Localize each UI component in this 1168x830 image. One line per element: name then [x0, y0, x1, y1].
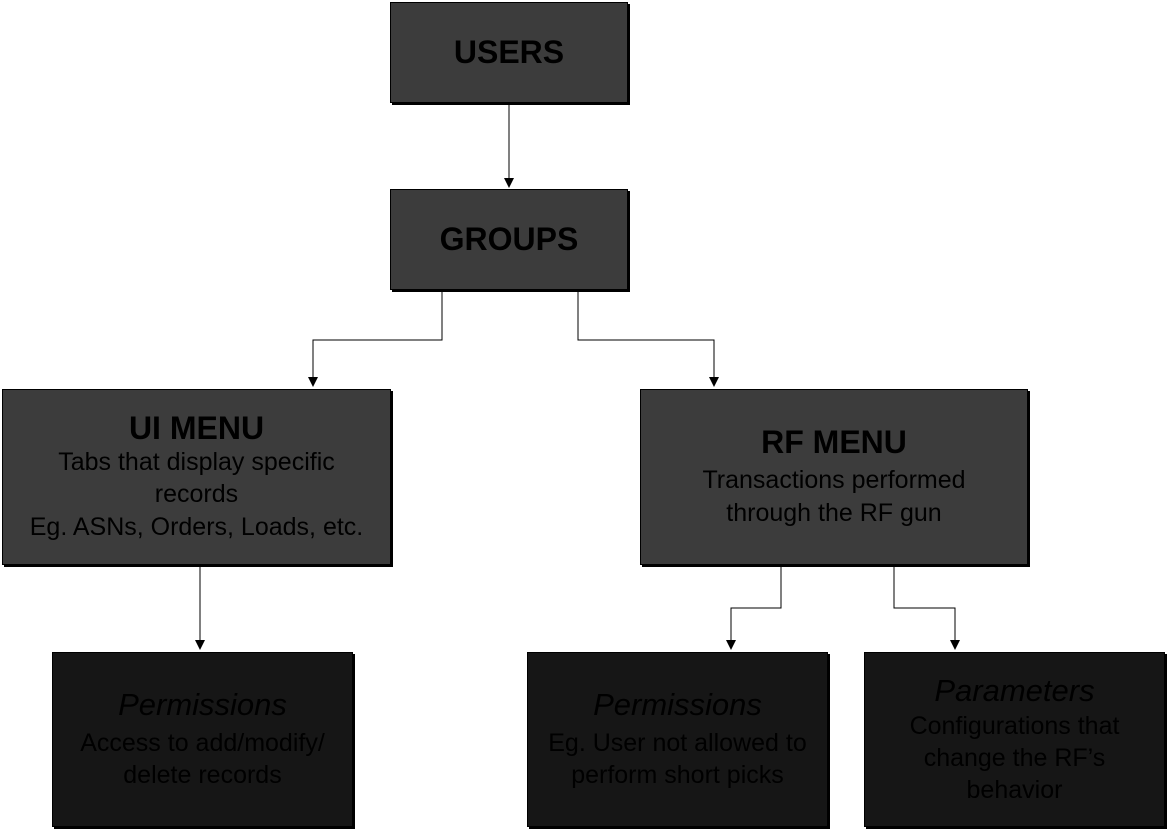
ui-permissions-desc-line: Access to add/modify/: [80, 728, 325, 757]
rf-menu-title: RF MENU: [761, 423, 907, 460]
ui-menu-desc-line: Tabs that display specific: [58, 447, 335, 476]
ui-menu-desc-line: records: [154, 480, 239, 509]
ui-menu-node: UI MENU Tabs that display specific recor…: [2, 389, 391, 565]
rf-menu-desc-line: through the RF gun: [726, 498, 942, 527]
connector-rf-menu-permissions: [726, 565, 782, 650]
ui-menu-title: UI MENU: [128, 409, 265, 446]
rf-parameters-description: Configurations that change the RF’s beha…: [910, 710, 1120, 806]
rf-permissions-node: Permissions Eg. User not allowed to perf…: [527, 652, 828, 827]
rf-permissions-title: Permissions: [593, 687, 762, 723]
rf-permissions-desc-line: Eg. User not allowed to: [548, 728, 807, 757]
rf-parameters-desc-line: change the RF’s: [923, 744, 1106, 773]
ui-permissions-description: Access to add/modify/ delete records: [80, 727, 325, 792]
ui-menu-desc-line: Eg. ASNs, Orders, Loads, etc.: [29, 512, 364, 541]
users-title: USERS: [453, 33, 565, 70]
connector-groups-rf-menu: [577, 290, 719, 387]
rf-menu-description: Transactions performed through the RF gu…: [702, 464, 965, 529]
groups-node: GROUPS: [390, 189, 628, 290]
ui-permissions-node: Permissions Access to add/modify/ delete…: [52, 652, 353, 827]
rf-menu-desc-line: Transactions performed: [702, 466, 966, 495]
ui-permissions-desc-line: delete records: [123, 761, 282, 790]
connector-groups-ui-menu: [308, 290, 443, 387]
users-node: USERS: [390, 2, 628, 103]
rf-parameters-desc-line: behavior: [966, 776, 1063, 805]
rf-permissions-description: Eg. User not allowed to perform short pi…: [548, 727, 806, 792]
rf-permissions-desc-line: perform short picks: [571, 761, 784, 790]
rf-parameters-title: Parameters: [934, 672, 1095, 708]
connector-rf-menu-parameters: [893, 565, 960, 650]
rf-menu-node: RF MENU Transactions performed through t…: [640, 389, 1028, 565]
rf-parameters-node: Parameters Configurations that change th…: [864, 652, 1165, 827]
rf-parameters-desc-line: Configurations that: [909, 712, 1120, 741]
ui-permissions-title: Permissions: [118, 687, 287, 723]
groups-title: GROUPS: [439, 220, 579, 257]
ui-menu-description: Tabs that display specific records Eg. A…: [30, 446, 363, 544]
